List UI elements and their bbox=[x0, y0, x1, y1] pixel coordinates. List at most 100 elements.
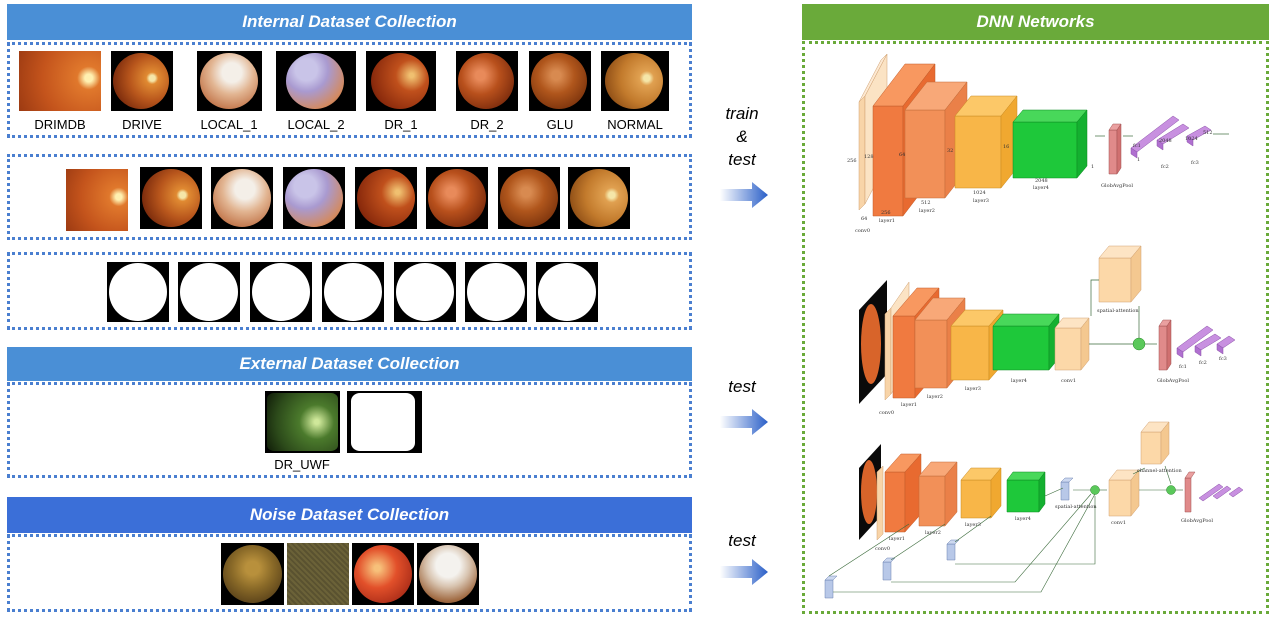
net1-dim: 1024 bbox=[973, 190, 986, 196]
net1-label-globavgpool: GlobAvgPool bbox=[1101, 183, 1133, 189]
net1-dim: 512 bbox=[921, 200, 931, 206]
fundus-image-normal bbox=[601, 51, 669, 111]
preprocessed-image bbox=[498, 167, 560, 229]
net2-label-layer1: layer1 bbox=[901, 402, 917, 408]
label-dr2: DR_2 bbox=[470, 117, 504, 132]
net1-dim: 2048 bbox=[1035, 178, 1048, 184]
mask-images-panel bbox=[7, 252, 692, 330]
preprocessed-images-panel bbox=[7, 154, 692, 240]
arrow-text-ampersand: & bbox=[736, 127, 748, 146]
preprocessed-image bbox=[211, 167, 273, 229]
preprocessed-image bbox=[568, 167, 630, 229]
net3-label-layer1: layer1 bbox=[889, 536, 905, 542]
net1-dim: 64 bbox=[899, 152, 905, 158]
fundus-image-drimdb bbox=[19, 51, 101, 111]
preprocessed-image bbox=[426, 167, 488, 229]
arrow-text-test-noise: test bbox=[728, 531, 756, 550]
net1-dim: 512 bbox=[1203, 130, 1213, 136]
mask-image-dr-uwf bbox=[347, 391, 422, 453]
noise-image bbox=[417, 543, 479, 605]
label-dr-uwf: DR_UWF bbox=[274, 457, 330, 472]
dnn-networks-panel: conv0 layer1 layer2 layer3 layer4 GlobAv… bbox=[802, 41, 1269, 614]
dnn-networks-title: DNN Networks bbox=[976, 12, 1095, 31]
noise-dataset-title: Noise Dataset Collection bbox=[249, 505, 450, 524]
net2-label-globavgpool: GlobAvgPool bbox=[1157, 378, 1189, 384]
fundus-image-dr-uwf bbox=[265, 391, 340, 453]
net1-label-fc1: fc1 bbox=[1133, 143, 1141, 149]
net2-label-layer4: layer4 bbox=[1011, 378, 1027, 384]
net1-label-fc2: fc2 bbox=[1161, 164, 1169, 170]
label-glu: GLU bbox=[546, 117, 574, 132]
net1-dim: 1 bbox=[1137, 157, 1140, 163]
mask-image bbox=[107, 262, 169, 322]
network-2: conv0 layer1 layer2 layer3 layer4 conv1 … bbox=[859, 245, 1236, 416]
net3-label-channel-attention: channel-attention bbox=[1137, 468, 1182, 474]
noise-image bbox=[287, 543, 349, 605]
internal-dataset-header: Internal Dataset Collection bbox=[7, 4, 692, 40]
noise-image bbox=[221, 543, 284, 605]
net1-dim: 256 bbox=[881, 210, 891, 216]
net2-label-conv1: conv1 bbox=[1061, 378, 1076, 384]
arrow-text-train: train bbox=[725, 104, 759, 123]
net2-label-spatial-attention: spatial-attention bbox=[1097, 308, 1139, 314]
arrow-right-icon bbox=[720, 559, 768, 585]
label-dr1: DR_1 bbox=[384, 117, 418, 132]
net2-label-layer3: layer3 bbox=[965, 386, 981, 392]
label-local1: LOCAL_1 bbox=[200, 117, 258, 132]
label-normal: NORMAL bbox=[607, 117, 663, 132]
net1-label-layer4: layer4 bbox=[1033, 185, 1049, 191]
fundus-image-local1 bbox=[197, 51, 262, 111]
mask-image bbox=[250, 262, 312, 322]
net1-dim: 1 bbox=[1091, 164, 1094, 170]
net3-label-spatial-attention: spatial-attention bbox=[1055, 504, 1097, 510]
dnn-networks-header: DNN Networks bbox=[802, 4, 1269, 40]
net1-dim: 1024 bbox=[1185, 136, 1198, 142]
mask-image bbox=[536, 262, 598, 322]
preprocessed-image bbox=[66, 169, 128, 231]
label-drive: DRIVE bbox=[122, 117, 162, 132]
mask-image bbox=[394, 262, 456, 322]
net3-label-globavgpool: GlobAvgPool bbox=[1181, 518, 1213, 524]
mask-image bbox=[322, 262, 384, 322]
network-3: conv0 layer1 layer2 layer3 layer4 conv1 … bbox=[824, 421, 1244, 599]
fundus-image-drive bbox=[111, 51, 173, 111]
preprocessed-image bbox=[283, 167, 345, 229]
network-diagrams: conv0 layer1 layer2 layer3 layer4 GlobAv… bbox=[824, 53, 1244, 599]
external-dataset-panel: DR_UWF bbox=[7, 382, 692, 478]
net1-label-layer3: layer3 bbox=[973, 198, 989, 204]
arrow-text-test: test bbox=[728, 150, 756, 169]
net1-dim: 32 bbox=[947, 148, 953, 154]
noise-dataset-header: Noise Dataset Collection bbox=[7, 497, 692, 533]
external-dataset-title: External Dataset Collection bbox=[239, 354, 460, 373]
net1-dim: 2048 bbox=[1159, 138, 1172, 144]
net2-label-layer2: layer2 bbox=[927, 394, 943, 400]
external-dataset-header: External Dataset Collection bbox=[7, 347, 692, 381]
fundus-image-glu bbox=[529, 51, 591, 111]
net3-label-layer2: layer2 bbox=[925, 530, 941, 536]
internal-dataset-title: Internal Dataset Collection bbox=[242, 12, 457, 31]
arrow-text-test-external: test bbox=[728, 377, 756, 396]
fundus-image-dr2 bbox=[456, 51, 518, 111]
net3-label-layer4: layer4 bbox=[1015, 516, 1031, 522]
net1-label-layer1: layer1 bbox=[879, 218, 895, 224]
net1-label-fc3: fc3 bbox=[1191, 160, 1199, 166]
net1-label-conv0: conv0 bbox=[855, 228, 870, 234]
mask-image bbox=[465, 262, 527, 322]
net2-label-fc2: fc2 bbox=[1199, 360, 1207, 366]
net1-dim: 16 bbox=[1003, 144, 1009, 150]
label-local2: LOCAL_2 bbox=[287, 117, 345, 132]
network-1: conv0 layer1 layer2 layer3 layer4 GlobAv… bbox=[847, 53, 1229, 234]
arrow-right-icon bbox=[720, 409, 768, 435]
net2-label-fc3: fc3 bbox=[1219, 356, 1227, 362]
preprocessed-image bbox=[140, 167, 202, 229]
mask-image bbox=[178, 262, 240, 322]
noise-dataset-panel bbox=[7, 534, 692, 612]
net2-label-conv0: conv0 bbox=[879, 410, 894, 416]
preprocessed-image bbox=[355, 167, 417, 229]
noise-image bbox=[352, 543, 414, 605]
net1-dim: 256 bbox=[847, 158, 857, 164]
arrow-right-icon bbox=[720, 182, 768, 208]
net1-dim: 128 bbox=[864, 154, 874, 160]
fundus-image-dr1 bbox=[366, 51, 436, 111]
label-drimdb: DRIMDB bbox=[34, 117, 86, 132]
